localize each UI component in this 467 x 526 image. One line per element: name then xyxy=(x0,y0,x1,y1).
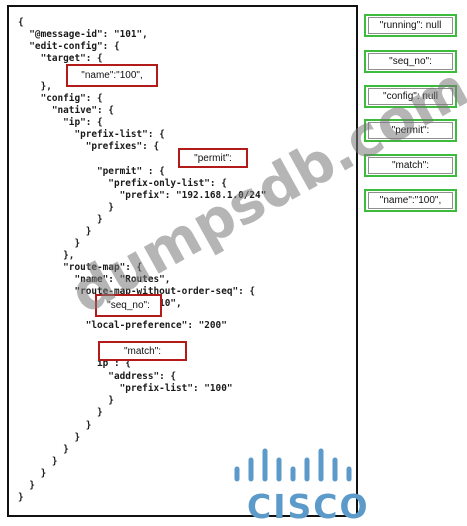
code-line: "local-preference": "200" xyxy=(18,320,227,331)
cisco-bridge-icon xyxy=(234,448,352,482)
code-line: } xyxy=(18,214,103,225)
code-line: "prefix-only-list": { xyxy=(18,178,227,189)
code-line: } xyxy=(18,420,92,431)
cisco-wordmark: CISCO xyxy=(247,487,370,526)
code-panel xyxy=(7,5,358,517)
option-label: "match": xyxy=(368,157,453,174)
code-line: "config": { xyxy=(18,93,103,104)
option-label: "seq_no": xyxy=(368,53,453,70)
option-label: "permit": xyxy=(368,122,453,139)
option-name-100[interactable]: "name":"100", xyxy=(364,189,457,212)
option-label: "running": null xyxy=(368,17,453,34)
code-line: "prefix": "192.168.1.0/24" xyxy=(18,190,267,201)
code-line: }, xyxy=(18,81,52,92)
code-line: } xyxy=(18,480,35,491)
option-running-null[interactable]: "running": null xyxy=(364,14,457,37)
option-label: "config": null xyxy=(368,88,453,105)
code-line: } xyxy=(18,226,92,237)
code-line: "prefix-list": { xyxy=(18,129,165,140)
code-line: "ip": { xyxy=(18,117,103,128)
code-line: "route-map": { xyxy=(18,262,143,273)
drop-slot-name[interactable]: "name":"100", xyxy=(66,64,158,87)
option-match[interactable]: "match": xyxy=(364,154,457,177)
code-line: } xyxy=(18,202,114,213)
code-line: } xyxy=(18,432,81,443)
code-line: } xyxy=(18,395,114,406)
code-line: } xyxy=(18,444,69,455)
code-line: "prefixes": { xyxy=(18,141,160,152)
option-permit[interactable]: "permit": xyxy=(364,119,457,142)
code-line: } xyxy=(18,238,81,249)
option-seq-no[interactable]: "seq_no": xyxy=(364,50,457,73)
code-line: "permit" : { xyxy=(18,166,165,177)
code-line: } xyxy=(18,456,58,467)
code-line: "@message-id": "101", xyxy=(18,29,148,40)
drop-slot-permit[interactable]: "permit": xyxy=(178,148,248,168)
code-line: "address": { xyxy=(18,371,177,382)
option-config-null[interactable]: "config": null xyxy=(364,85,457,108)
code-line: "prefix-list": "100" xyxy=(18,383,233,394)
code-line xyxy=(18,153,204,165)
code-line: } xyxy=(18,407,103,418)
code-line: "10", xyxy=(153,298,182,309)
code-line: "name": "Routes", xyxy=(18,274,171,285)
drop-slot-match[interactable]: "match": xyxy=(98,341,187,361)
code-line: "native": { xyxy=(18,105,114,116)
option-label: "name":"100", xyxy=(368,192,453,209)
code-line: }, xyxy=(18,250,75,261)
code-line: } xyxy=(18,468,47,479)
code-line: ip : { xyxy=(18,358,131,369)
drop-slot-seq-no[interactable]: "seq_no": xyxy=(95,294,162,317)
code-line: } xyxy=(18,492,24,503)
code-line: "target": { xyxy=(18,53,103,64)
code-line: { xyxy=(18,17,24,28)
code-line: "edit-config": { xyxy=(18,41,120,52)
code-line: "route-map-without-order-seq": { xyxy=(18,286,256,297)
